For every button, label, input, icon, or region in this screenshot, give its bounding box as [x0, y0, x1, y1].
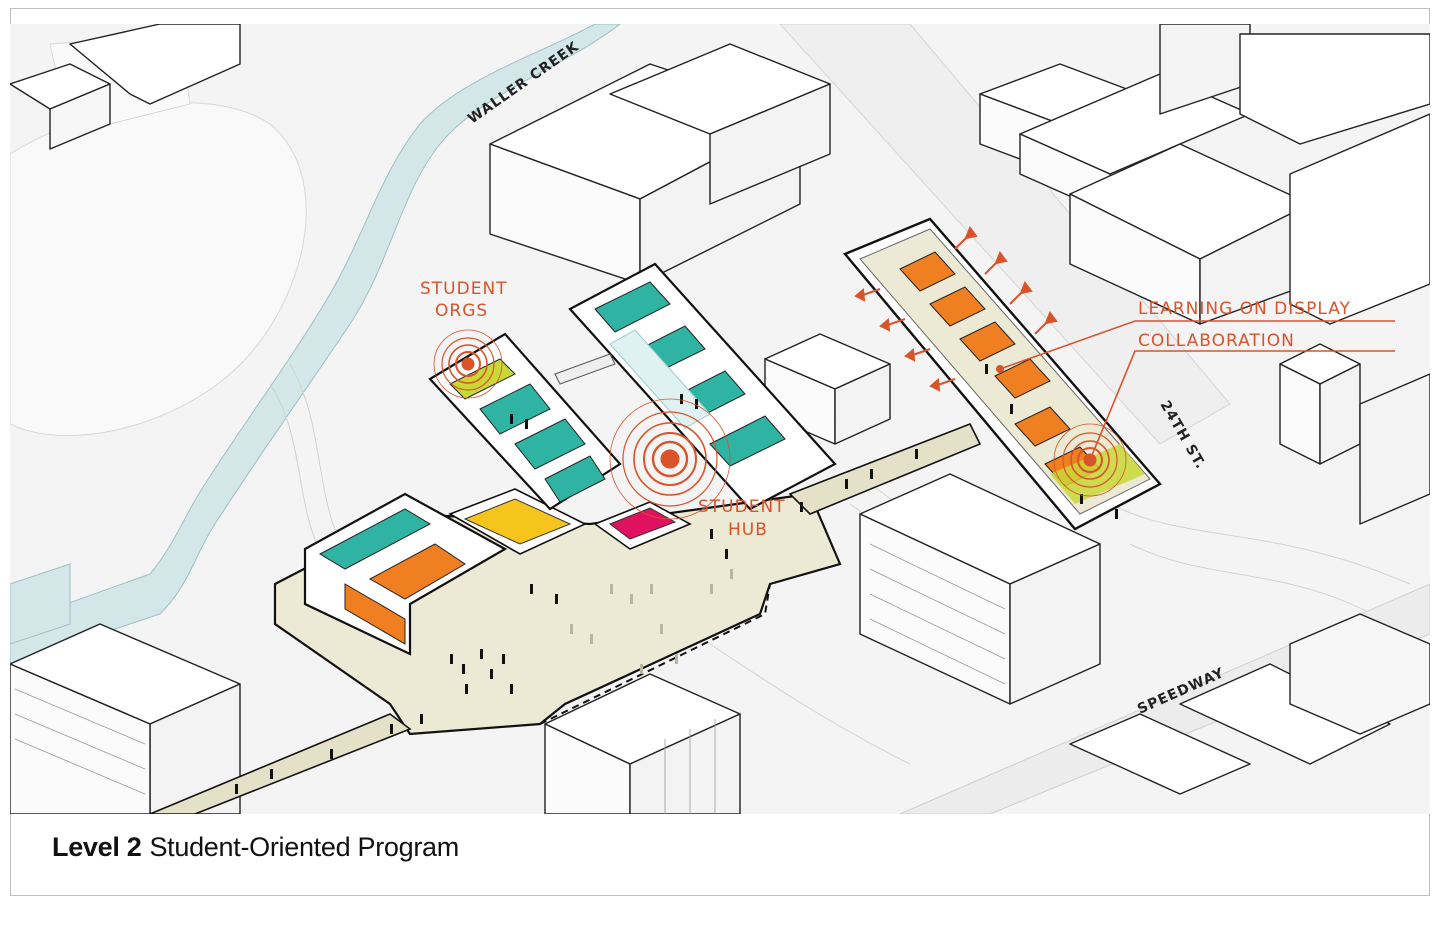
label-learning-on-display: LEARNING ON DISPLAY [1138, 299, 1351, 319]
connector-bridge [554, 353, 616, 385]
dashed-edge [539, 583, 771, 725]
west-block [303, 492, 508, 656]
label-student-hub-2: HUB [728, 520, 768, 540]
24th-street-road [779, 24, 1231, 445]
collaboration-rings [1053, 423, 1127, 497]
skybridge-east [788, 422, 982, 515]
walkway-southwest [149, 713, 412, 814]
label-student-orgs-1: STUDENT [420, 279, 508, 299]
label-student-hub-1: STUDENT [698, 497, 786, 517]
yellow-room [463, 498, 572, 545]
label-student-orgs-2: ORGS [435, 301, 488, 321]
display-arrows [854, 225, 1058, 392]
label-collaboration: COLLABORATION [1138, 331, 1295, 351]
caption-level: Level 2 [52, 832, 142, 862]
orgs-rings [433, 329, 503, 399]
axonometric-diagram: STUDENT ORGS STUDENT HUB LEARNING ON DIS… [10, 24, 1430, 814]
leader-dot [996, 365, 1004, 373]
context-buildings [10, 24, 1430, 814]
people [235, 364, 1118, 794]
leader-lines [999, 320, 1395, 461]
facade-lines [14, 543, 1006, 814]
hub-rings [609, 398, 731, 520]
caption-title: Student-Oriented Program [149, 832, 459, 862]
people-ghost [570, 569, 733, 674]
hub-room [608, 507, 677, 540]
creek-pool [10, 563, 71, 645]
